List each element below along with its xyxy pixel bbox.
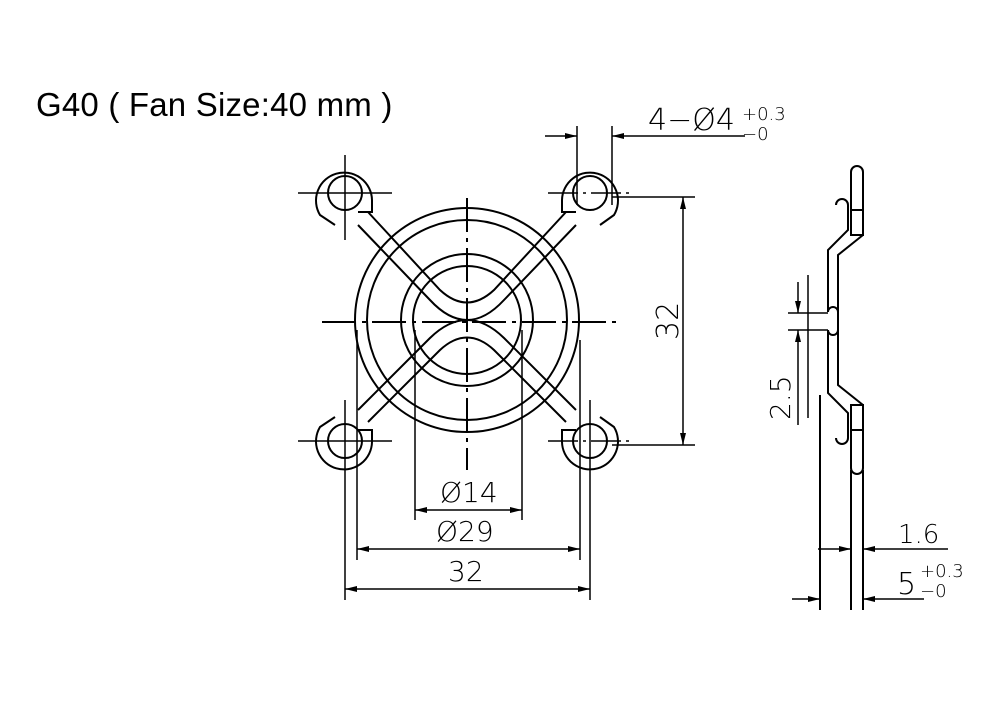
wire-thickness-label: 1.6	[898, 520, 939, 550]
horizontal-spacing-label: 32	[448, 555, 484, 588]
total-thickness-tol-upper: +0.3	[920, 561, 964, 582]
total-thickness-tol-lower: −0	[920, 581, 947, 602]
mounting-hole-bottom-left	[315, 416, 373, 471]
horizontal-hole-spacing-dimension: 32	[345, 555, 590, 592]
center-gap-label: 2.5	[764, 375, 797, 420]
wire-thickness-dimension: 1.6	[818, 520, 948, 552]
lower-strut-outer	[367, 336, 567, 423]
side-view	[819, 165, 864, 610]
hole-callout-tol-upper: +0.3	[742, 104, 786, 125]
total-thickness-main: 5	[897, 567, 916, 602]
center-gap-dimension: 2.5	[764, 275, 828, 425]
mounting-hole-top-left	[315, 171, 373, 226]
total-thickness-dimension: 5 +0.3 −0	[792, 561, 964, 602]
inner-ring-dia-label: Ø14	[440, 476, 498, 509]
drawing-title: G40 ( Fan Size:40 mm )	[36, 86, 393, 123]
vertical-hole-spacing-dimension: 32	[612, 196, 695, 446]
hole-callout-main: 4−Ø4	[648, 103, 735, 138]
inner-ring-diameter-dimension: Ø14	[414, 330, 523, 520]
hole-callout-tol-lower: −0	[742, 124, 769, 145]
vertical-spacing-label: 32	[651, 302, 686, 340]
front-view	[298, 155, 634, 600]
outer-ring-diameter-dimension: Ø29	[356, 330, 581, 560]
outer-ring-dia-label: Ø29	[436, 515, 494, 548]
mounting-hole-top-right	[561, 171, 619, 226]
hole-diameter-dimension: 4−Ø4 +0.3 −0	[545, 103, 786, 205]
